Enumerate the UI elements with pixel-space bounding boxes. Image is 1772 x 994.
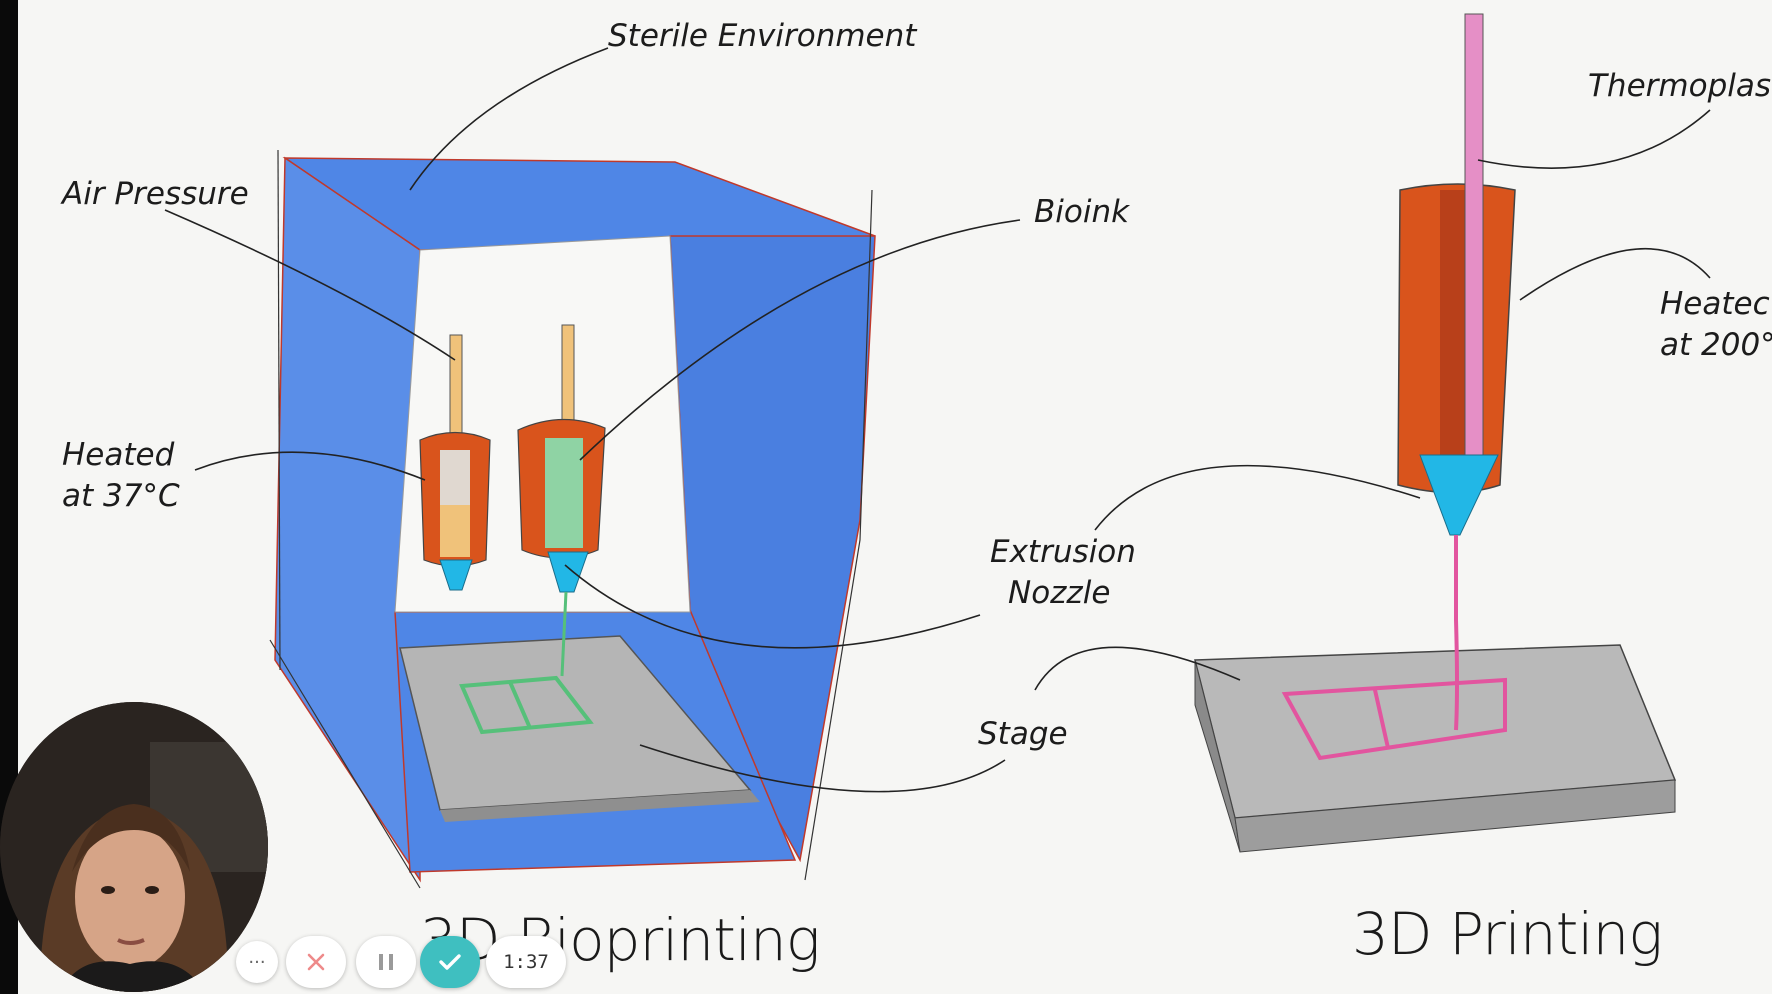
label-bioink: Bioink xyxy=(1034,194,1130,230)
leader-lines xyxy=(164,47,1711,793)
label-heated-37-line2: at 37°C xyxy=(62,478,180,514)
label-air-pressure: Air Pressure xyxy=(62,176,249,212)
label-extrusion-line2: Nozzle xyxy=(1008,575,1111,611)
more-options-button[interactable]: ··· xyxy=(236,941,278,983)
syringe-left xyxy=(419,334,491,591)
label-stage: Stage xyxy=(978,716,1068,752)
x-icon xyxy=(307,953,325,971)
webcam-face-avatar xyxy=(0,702,268,992)
syringe-right xyxy=(517,324,606,677)
label-heated-37-line1: Heated xyxy=(62,437,175,473)
pause-icon xyxy=(379,954,393,970)
label-heated-200-line1: Heatec xyxy=(1660,286,1770,322)
check-icon xyxy=(439,954,461,970)
left-edge-bar xyxy=(0,0,18,994)
discard-recording-button[interactable] xyxy=(286,936,346,988)
label-heated-200-line2: at 200° xyxy=(1660,327,1772,363)
printer-hotend xyxy=(1397,13,1516,731)
finish-recording-button[interactable] xyxy=(420,936,480,988)
printer-stage xyxy=(1194,644,1677,853)
label-thermoplastic: Thermoplas xyxy=(1588,68,1772,104)
pause-recording-button[interactable] xyxy=(356,936,416,988)
label-sterile-environment: Sterile Environment xyxy=(608,18,917,54)
bioprinter-stage xyxy=(399,635,760,822)
webcam-bubble[interactable] xyxy=(0,702,268,992)
label-extrusion-line1: Extrusion xyxy=(990,534,1136,570)
title-3d-printing: 3D Printing xyxy=(1352,900,1663,968)
recording-timer: 1:37 xyxy=(486,936,566,988)
